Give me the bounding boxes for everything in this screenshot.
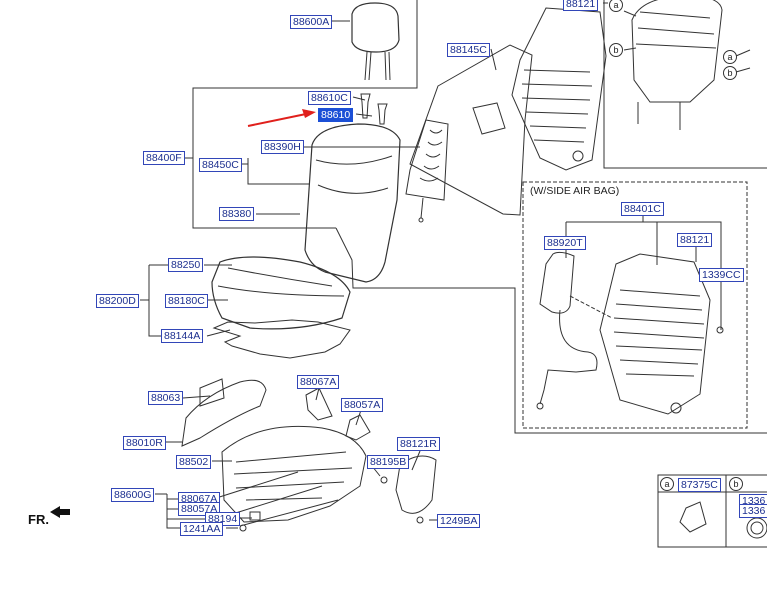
label-88180C[interactable]: 88180C: [165, 294, 208, 308]
label-88121R[interactable]: 88121R: [397, 437, 440, 451]
label-88145C[interactable]: 88145C: [447, 43, 490, 57]
side-cover-small: [199, 378, 225, 407]
bracket-b: [345, 414, 371, 441]
rear-panel: [409, 44, 533, 216]
label-88450C[interactable]: 88450C: [199, 158, 242, 172]
label-1241AA[interactable]: 1241AA: [180, 522, 224, 536]
label-88121-side[interactable]: 88121: [677, 233, 713, 247]
label-88380[interactable]: 88380: [219, 207, 255, 221]
side-airbag-box: [522, 181, 748, 429]
airbag-module: [539, 251, 575, 314]
label-88121-top[interactable]: 88121: [563, 0, 599, 11]
label-88401C[interactable]: 88401C: [621, 202, 664, 216]
callout-a-right: a: [723, 50, 737, 64]
side-cover: [181, 379, 267, 447]
side-trim: [395, 455, 437, 514]
label-87375C[interactable]: 87375C: [678, 478, 721, 492]
back-pad: [405, 119, 449, 201]
clip-icon: [679, 501, 707, 533]
label-88057A-top[interactable]: 88057A: [341, 398, 384, 412]
backrest-cover: [304, 123, 401, 283]
label-88067A-top[interactable]: 88067A: [297, 375, 340, 389]
label-88390H[interactable]: 88390H: [261, 140, 304, 154]
label-88920T[interactable]: 88920T: [544, 236, 586, 250]
table-callout-b: b: [729, 477, 743, 491]
fastener: [249, 511, 261, 521]
bolt-icon: [746, 517, 767, 539]
label-88600A[interactable]: 88600A: [290, 15, 333, 29]
side-airbag-title: (W/SIDE AIR BAG): [530, 185, 620, 197]
red-arrow-icon: [247, 109, 316, 127]
headrest-guide: [360, 93, 371, 119]
front-direction-label: FR.: [28, 512, 49, 527]
label-88063[interactable]: 88063: [148, 391, 184, 405]
label-88400F[interactable]: 88400F: [143, 151, 185, 165]
front-arrow-icon: [50, 506, 70, 518]
backrest-group-box: [192, 0, 418, 229]
seat-cushion: [211, 256, 351, 330]
frame-inset-box: [603, 0, 767, 169]
label-88200D[interactable]: 88200D: [96, 294, 139, 308]
table-callout-a: a: [660, 477, 674, 491]
backrest-frame: [511, 7, 607, 171]
heater-mat: [212, 319, 351, 359]
inset-frame: [631, 0, 723, 103]
label-88610C[interactable]: 88610C: [308, 91, 351, 105]
label-88250[interactable]: 88250: [168, 258, 204, 272]
label-88610[interactable]: 88610: [318, 108, 354, 122]
label-1336-b[interactable]: 1336: [739, 504, 767, 518]
callout-a-inset: a: [609, 0, 623, 12]
label-1249BA[interactable]: 1249BA: [437, 514, 481, 528]
label-88600G[interactable]: 88600G: [111, 488, 155, 502]
airbag-frame: [599, 253, 711, 415]
headrest: [351, 2, 400, 53]
bracket-a: [305, 387, 333, 421]
label-88144A[interactable]: 88144A: [161, 329, 204, 343]
label-88195B[interactable]: 88195B: [367, 455, 410, 469]
label-88010R[interactable]: 88010R: [123, 436, 166, 450]
seat-frame: [221, 425, 367, 523]
label-88502[interactable]: 88502: [176, 455, 212, 469]
airbag-group-box: [335, 227, 767, 434]
label-1339CC[interactable]: 1339CC: [699, 268, 744, 282]
bolt-table: [657, 474, 767, 548]
callout-b-inset: b: [609, 43, 623, 57]
callout-b-right: b: [723, 66, 737, 80]
